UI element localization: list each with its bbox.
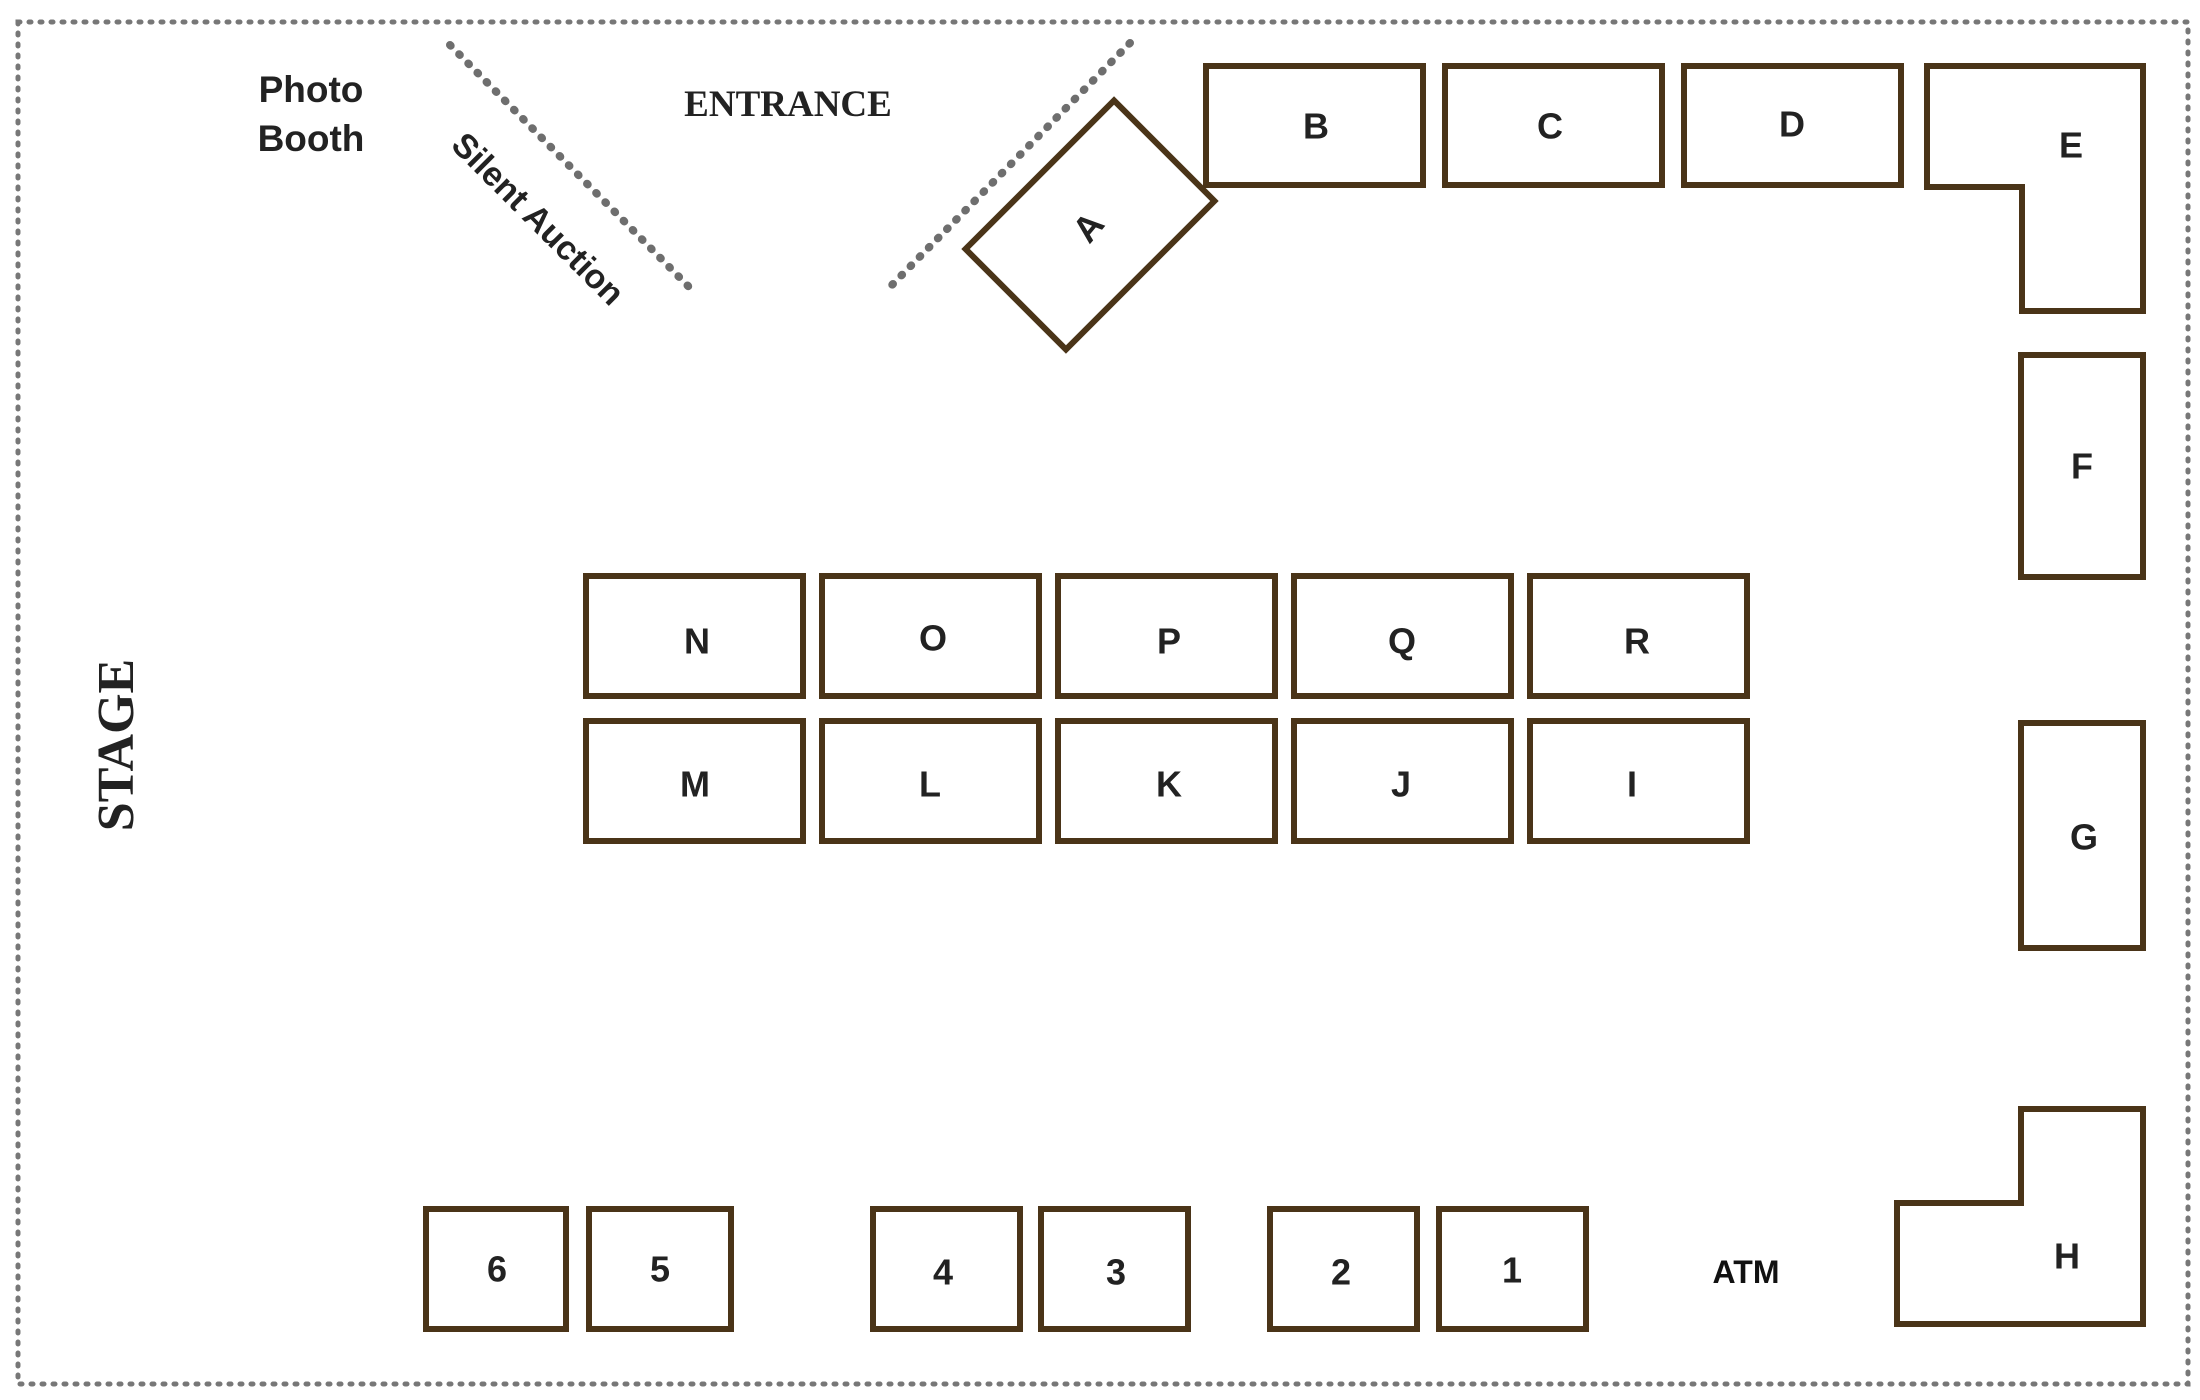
booth-5[interactable]: 5 [586,1206,734,1332]
booth-r-label: R [1624,621,1650,662]
booth-a-shape [961,96,1219,354]
booth-d-shape [1681,63,1904,188]
booth-3-label: 3 [1106,1252,1126,1293]
booth-q-shape [1291,573,1514,699]
booth-h[interactable]: H [1894,1106,2146,1327]
booth-j-label: J [1391,764,1411,805]
booth-m-shape [583,718,806,844]
booth-m-label: M [680,764,710,805]
booth-p-shape [1055,573,1278,699]
booth-1-label: 1 [1502,1250,1522,1291]
booth-p-label: P [1157,621,1181,662]
booth-h-shape [1894,1106,2146,1327]
booth-1[interactable]: 1 [1436,1206,1589,1332]
booth-m[interactable]: M [583,718,806,844]
booth-e[interactable]: E [1924,63,2146,314]
booth-f-shape [2018,352,2146,580]
booth-q[interactable]: Q [1291,573,1514,699]
booth-6-shape [423,1206,569,1332]
booth-6-label: 6 [487,1249,507,1290]
booth-o[interactable]: O [819,573,1042,699]
booth-f-label: F [2071,446,2093,487]
booth-3-shape [1038,1206,1191,1332]
booth-d-label: D [1779,104,1805,145]
booth-o-shape [819,573,1042,699]
booth-a[interactable]: A [961,96,1219,354]
booth-k[interactable]: K [1055,718,1278,844]
photo-booth-label-line1: Photo [259,69,364,110]
booth-4-shape [870,1206,1023,1332]
booth-4[interactable]: 4 [870,1206,1023,1332]
booth-o-label: O [919,618,947,659]
booth-3[interactable]: 3 [1038,1206,1191,1332]
booth-e-shape [1924,63,2146,314]
booth-e-label: E [2059,125,2083,166]
booth-c-shape [1442,63,1665,188]
booth-q-label: Q [1388,621,1416,662]
booth-k-shape [1055,718,1278,844]
booth-j-shape [1291,718,1514,844]
booth-p[interactable]: P [1055,573,1278,699]
entrance-label: ENTRANCE [684,84,892,125]
booth-n[interactable]: N [583,573,806,699]
entrance-left-line [446,41,694,292]
photo-booth-label-line2: Booth [258,118,365,159]
booth-6[interactable]: 6 [423,1206,569,1332]
booth-2-shape [1267,1206,1420,1332]
booth-l-label: L [919,764,941,805]
booth-f[interactable]: F [2018,352,2146,580]
booth-g-shape [2018,720,2146,951]
booth-b-shape [1203,63,1426,188]
booth-b-label: B [1303,106,1329,147]
booth-i-shape [1527,718,1750,844]
booth-l[interactable]: L [819,718,1042,844]
booth-r[interactable]: R [1527,573,1750,699]
entrance-right-line [886,39,1134,291]
booth-5-label: 5 [650,1249,670,1290]
booth-k-label: K [1156,764,1182,805]
booth-c-label: C [1537,106,1563,147]
booth-c[interactable]: C [1442,63,1665,188]
atm-label: ATM [1713,1254,1780,1290]
silent-auction-label: Silent Auction [444,125,632,313]
booth-g-label: G [2070,817,2098,858]
booth-1-shape [1436,1206,1589,1332]
booth-2-label: 2 [1331,1252,1351,1293]
booth-2[interactable]: 2 [1267,1206,1420,1332]
booth-i-label: I [1627,764,1637,805]
booth-l-shape [819,718,1042,844]
booth-h-label: H [2054,1236,2080,1277]
stage-label: STAGE [88,659,145,831]
booth-4-label: 4 [933,1252,953,1293]
booth-d[interactable]: D [1681,63,1904,188]
venue-boundary [15,19,2191,1387]
booth-g[interactable]: G [2018,720,2146,951]
booth-i[interactable]: I [1527,718,1750,844]
booth-5-shape [586,1206,734,1332]
booth-r-shape [1527,573,1750,699]
booth-b[interactable]: B [1203,63,1426,188]
booth-n-label: N [684,621,710,662]
booth-j[interactable]: J [1291,718,1514,844]
booth-n-shape [583,573,806,699]
